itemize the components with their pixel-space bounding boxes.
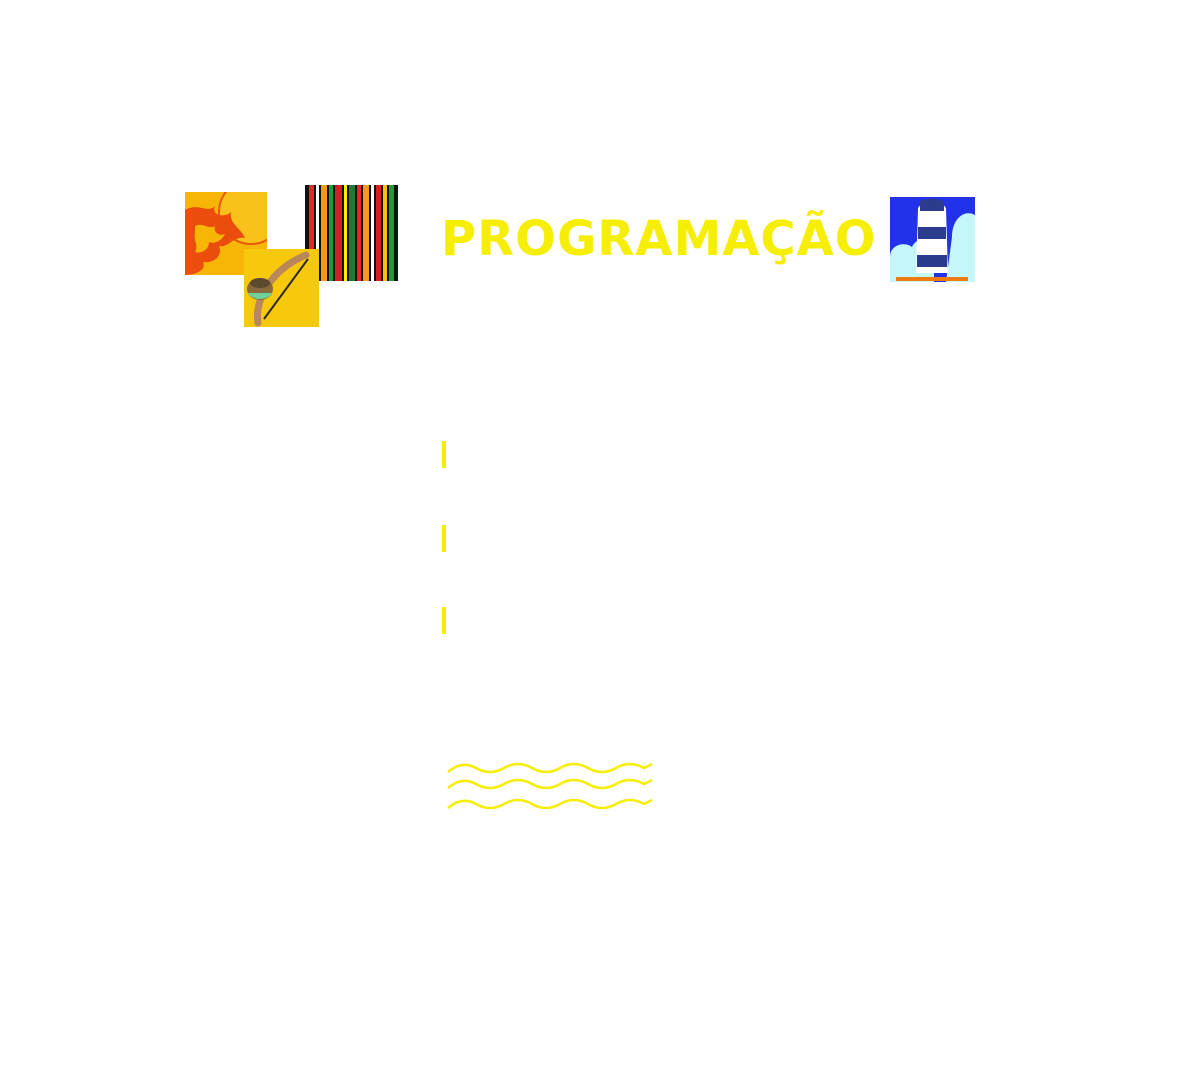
lighthouse-icon <box>890 197 975 282</box>
waves-icon <box>446 758 654 814</box>
lighthouse-graphic <box>890 197 975 282</box>
schedule-item-marker <box>442 441 446 468</box>
schedule-item-marker <box>442 607 446 634</box>
colored-stripes-icon <box>305 185 398 281</box>
berimbau-graphic <box>244 249 319 327</box>
sun-icon-graphic <box>185 192 267 275</box>
berimbau-icon <box>244 249 319 327</box>
waves-graphic <box>447 762 653 810</box>
schedule-item-marker <box>442 525 446 552</box>
wave-line <box>447 778 653 790</box>
wave-line <box>447 798 653 810</box>
sun-icon <box>185 192 267 275</box>
wave-line <box>447 762 653 774</box>
sun-flame-inner <box>194 224 225 253</box>
page-title: PROGRAMAÇÃO <box>441 211 877 267</box>
stripes-graphic <box>305 185 398 281</box>
